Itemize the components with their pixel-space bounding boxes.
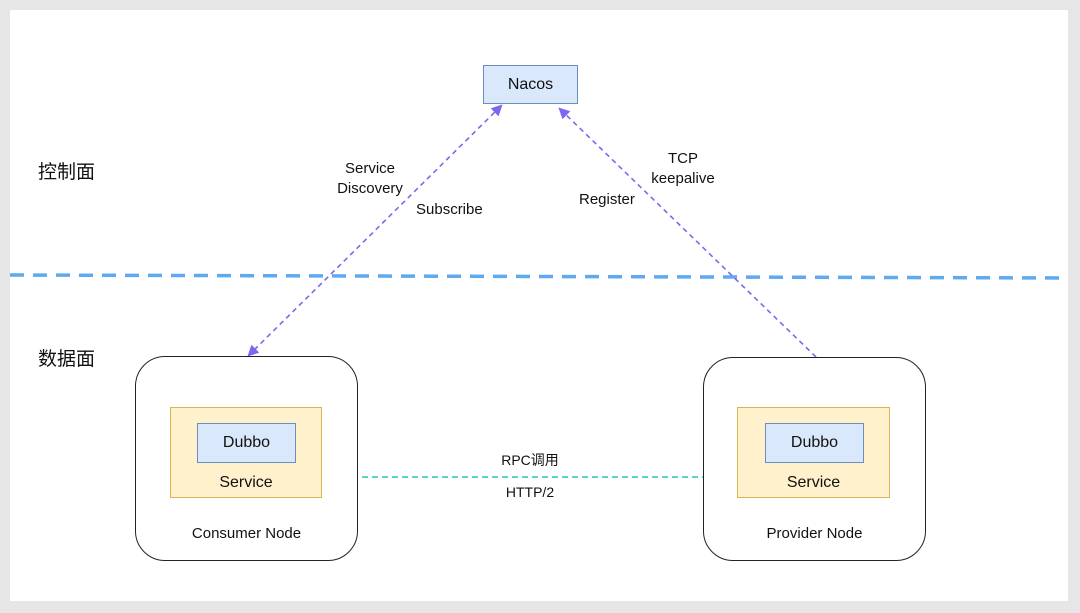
plane-divider-line (10, 273, 1068, 280)
provider-service-label: Service (786, 474, 841, 491)
consumer-service-box (170, 407, 322, 498)
rpc-label-top: RPC调用 (501, 452, 559, 468)
consumer-dubbo-box: Dubbo (197, 423, 296, 463)
keepalive-label-line2: keepalive (651, 170, 715, 187)
nacos-registry-box: Nacos (483, 65, 578, 104)
provider-node-label: Provider Node (766, 525, 863, 542)
diagram-canvas: 控制面 数据面 Nacos Service Discovery Subscrib… (10, 10, 1068, 601)
rpc-label-bottom: HTTP/2 (505, 484, 555, 500)
subscribe-label: Subscribe (416, 201, 483, 218)
register-arrow (558, 107, 817, 358)
consumer-service-label: Service (219, 474, 273, 491)
discovery-arrow (247, 104, 503, 357)
connector-layer (10, 104, 1068, 483)
data-plane-label: 数据面 (38, 348, 96, 370)
discovery-label-line2: Discovery (337, 180, 403, 197)
register-label: Register (579, 191, 635, 208)
discovery-label-line1: Service (344, 160, 396, 177)
provider-dubbo-box: Dubbo (765, 423, 864, 463)
consumer-node-label: Consumer Node (191, 525, 302, 542)
control-plane-label: 控制面 (38, 161, 96, 183)
keepalive-label-line1: TCP (668, 150, 698, 167)
